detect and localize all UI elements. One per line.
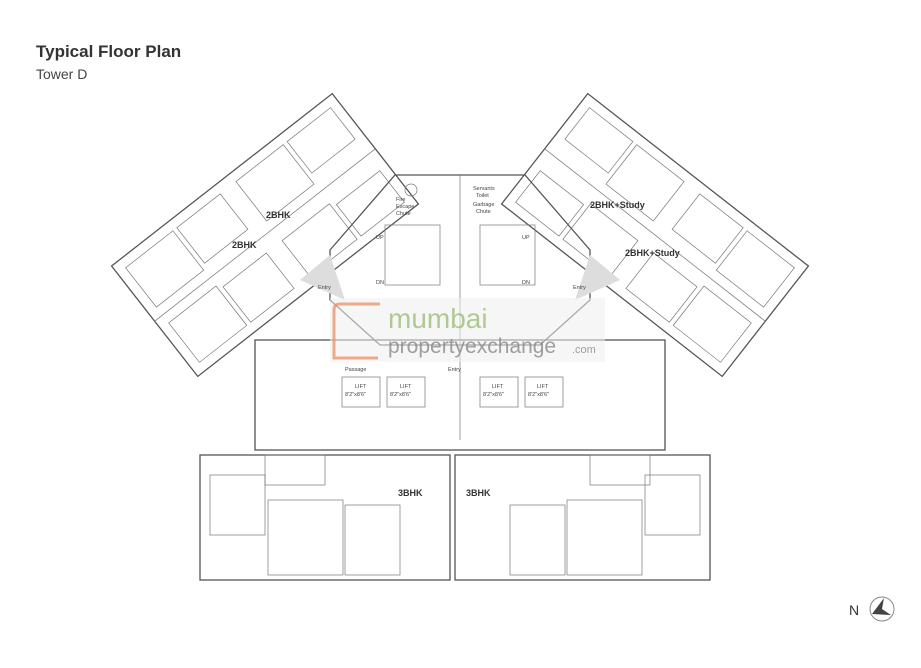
stair-up-label: UP	[522, 235, 530, 241]
lift-label: LIFT	[537, 384, 549, 390]
entry-label: Entry	[573, 285, 586, 291]
left-wing	[110, 92, 420, 378]
entry-label: Entry	[318, 285, 331, 291]
watermark: mumbai propertyexchange .com	[330, 298, 605, 362]
lift-size: 8'2"x8'6"	[390, 392, 411, 398]
garbage-chute-label: Garbage	[473, 202, 494, 208]
stair-up-label: UP	[376, 235, 384, 241]
fire-escape-label: Fire	[396, 197, 405, 203]
entry-lobby-left	[300, 255, 345, 300]
lift-size: 8'2"x8'6"	[345, 392, 366, 398]
unit-label: 3BHK	[466, 488, 491, 498]
stair-down-label: DN	[376, 280, 384, 286]
servants-toilet-label: Toilet	[476, 193, 489, 199]
watermark-line1: mumbai	[388, 303, 488, 334]
unit-label: 2BHK+Study	[590, 200, 645, 210]
watermark-tld: .com	[572, 344, 596, 356]
servants-toilet-label: Servants	[473, 186, 495, 192]
unit-label: 2BHK+Study	[625, 248, 680, 258]
lift-label: LIFT	[355, 384, 367, 390]
north-label: N	[849, 602, 860, 618]
stair-down-label: DN	[522, 280, 530, 286]
garbage-chute-label: Chute	[476, 209, 491, 215]
fire-escape-label: Chute	[396, 211, 411, 217]
right-wing	[500, 92, 810, 378]
fire-escape-label: Escape	[396, 204, 414, 210]
unit-label: 2BHK	[232, 240, 257, 250]
lift-label: LIFT	[492, 384, 504, 390]
page-subtitle: Tower D	[36, 66, 88, 82]
bottom-units	[199, 454, 711, 581]
lift-size: 8'2"x8'6"	[528, 392, 549, 398]
entry-lobby-right	[575, 255, 620, 300]
north-arrow-icon	[869, 596, 895, 622]
passage-label: Passage	[345, 367, 366, 373]
unit-label: 3BHK	[398, 488, 423, 498]
page-title: Typical Floor Plan	[36, 42, 182, 61]
lift-label: LIFT	[400, 384, 412, 390]
entry-label: Entry	[448, 367, 461, 373]
unit-label: 2BHK	[266, 210, 291, 220]
watermark-line2: propertyexchange	[388, 335, 556, 358]
lift-size: 8'2"x8'6"	[483, 392, 504, 398]
